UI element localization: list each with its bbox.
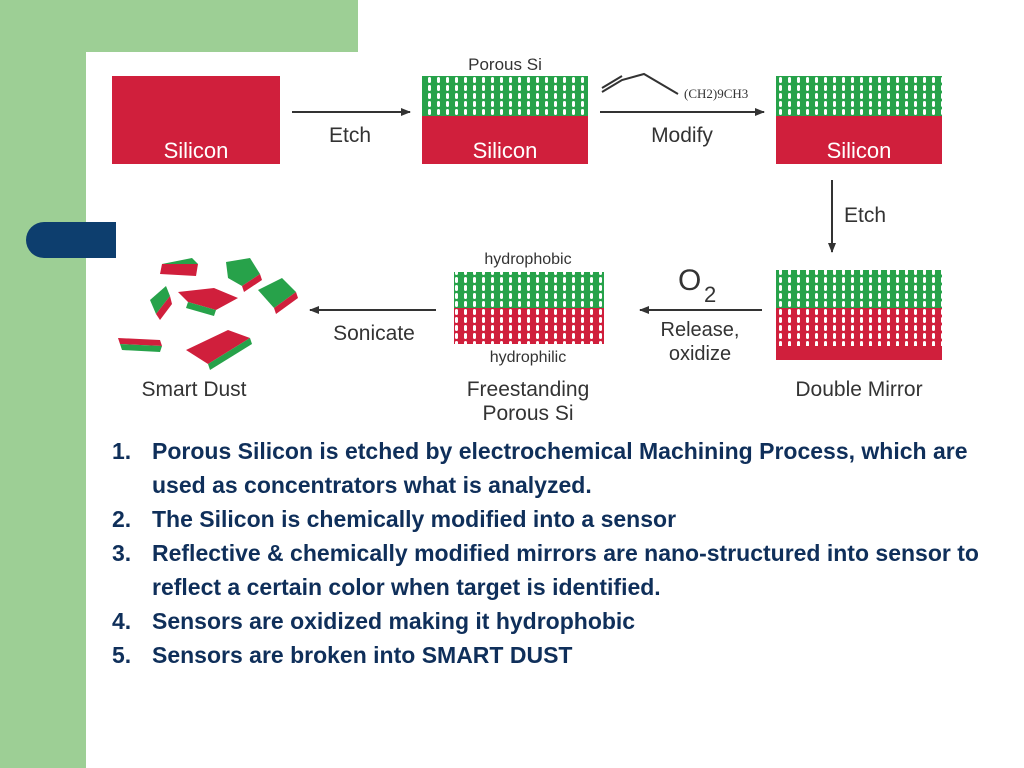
smart-dust-label: Smart Dust xyxy=(141,378,246,401)
porous-si-label: Porous Si xyxy=(468,55,542,74)
step-text: Sensors are broken into SMART DUST xyxy=(152,642,573,668)
hydrophilic-label: hydrophilic xyxy=(490,349,566,366)
dust-fragment xyxy=(160,258,198,276)
list-item: 5. Sensors are broken into SMART DUST xyxy=(112,638,992,672)
list-item: 2. The Silicon is chemically modified int… xyxy=(112,502,992,536)
step-text: Porous Silicon is etched by electrochemi… xyxy=(152,438,968,498)
release-oxidize-arrow: O 2 Release, oxidize xyxy=(639,264,762,365)
dust-fragment xyxy=(258,278,298,314)
step-number: 5. xyxy=(112,642,132,668)
step-text: The Silicon is chemically modified into … xyxy=(152,506,677,532)
sonicate-label: Sonicate xyxy=(333,322,415,345)
modified-silicon-block: Silicon xyxy=(776,76,942,164)
freestanding-porous-si-block: hydrophobic hydrophilic Freestanding Por… xyxy=(454,251,604,425)
porous-silicon-block: Porous Si Silicon xyxy=(422,55,588,164)
modify-arrow: (CH2)9CH3 Modify xyxy=(600,72,765,147)
step-text: Sensors are oxidized making it hydrophob… xyxy=(152,608,636,634)
porous-si-label-2: Porous Si xyxy=(482,402,573,425)
sonicate-arrow: Sonicate xyxy=(309,306,436,345)
etch-label-1: Etch xyxy=(329,124,371,147)
process-steps-list: 1. Porous Silicon is etched by electroche… xyxy=(112,434,992,672)
list-item: 3. Reflective & chemically modified mirr… xyxy=(112,536,992,604)
silicon-label: Silicon xyxy=(164,138,229,163)
release-label: Release, xyxy=(661,319,740,341)
double-mirror-label: Double Mirror xyxy=(795,378,922,401)
silicon-label-2: Silicon xyxy=(473,138,538,163)
oxygen-subscript: 2 xyxy=(704,282,716,307)
dust-fragment xyxy=(118,338,162,352)
decorative-navy-tab xyxy=(26,222,116,258)
etch-arrow-1: Etch xyxy=(292,108,411,147)
freestanding-label: Freestanding xyxy=(467,378,590,401)
list-item: 1. Porous Silicon is etched by electroche… xyxy=(112,434,992,502)
double-mirror-block: Double Mirror xyxy=(776,270,942,401)
etch-label-2: Etch xyxy=(844,204,886,227)
oxygen-label: O xyxy=(678,264,701,297)
dust-fragment xyxy=(226,258,262,292)
reagent-formula: (CH2)9CH3 xyxy=(684,86,748,101)
step-number: 1. xyxy=(112,438,132,464)
background-green-left xyxy=(0,0,86,768)
smart-dust-process-diagram: Silicon Etch Porous Si Silicon (CH2)9CH3… xyxy=(110,52,960,430)
silicon-label-3: Silicon xyxy=(827,138,892,163)
step-number: 2. xyxy=(112,506,132,532)
smart-dust-fragments: Smart Dust xyxy=(118,258,298,401)
silicon-wafer-block: Silicon xyxy=(112,76,280,164)
dust-fragment xyxy=(150,286,172,320)
step-number: 3. xyxy=(112,540,132,566)
list-item: 4. Sensors are oxidized making it hydroph… xyxy=(112,604,992,638)
step-text: Reflective & chemically modified mirrors… xyxy=(152,540,979,600)
dust-fragment xyxy=(186,330,252,370)
etch-arrow-2: Etch xyxy=(828,180,886,253)
dust-fragment xyxy=(178,288,238,316)
hydrophobic-label: hydrophobic xyxy=(484,251,571,268)
oxidize-label: oxidize xyxy=(669,343,731,365)
modify-label: Modify xyxy=(651,124,713,147)
step-number: 4. xyxy=(112,608,132,634)
slide-content-panel xyxy=(86,52,1024,768)
